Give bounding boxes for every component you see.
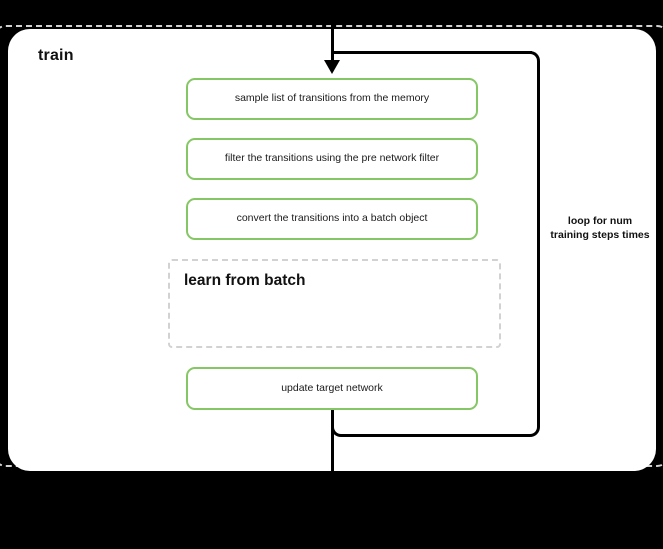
loop-corner-bottom-right [524, 421, 540, 437]
loop-line-bottom [344, 434, 526, 437]
outgoing-flow-line [331, 410, 334, 472]
step-label: update target network [281, 381, 383, 394]
step-sample-transitions[interactable]: sample list of transitions from the memo… [186, 78, 478, 120]
loop-line-top [332, 51, 532, 54]
loop-line-right [537, 64, 540, 424]
subblock-title: learn from batch [184, 272, 306, 289]
step-label: convert the transitions into a batch obj… [236, 212, 428, 225]
incoming-flow-line [331, 0, 334, 63]
step-filter-transitions[interactable]: filter the transitions using the pre net… [186, 138, 478, 180]
step-convert-batch[interactable]: convert the transitions into a batch obj… [186, 198, 478, 240]
step-label: sample list of transitions from the memo… [234, 92, 430, 105]
incoming-arrowhead-icon [324, 60, 340, 74]
step-learn-from-batch[interactable]: learn from batch [168, 259, 501, 348]
loop-corner-top-right [524, 51, 540, 67]
step-update-target-network[interactable]: update target network [186, 367, 478, 410]
step-label: filter the transitions using the pre net… [224, 152, 440, 165]
loop-label: loop for num training steps times [550, 215, 650, 241]
page-title: train [38, 47, 74, 64]
